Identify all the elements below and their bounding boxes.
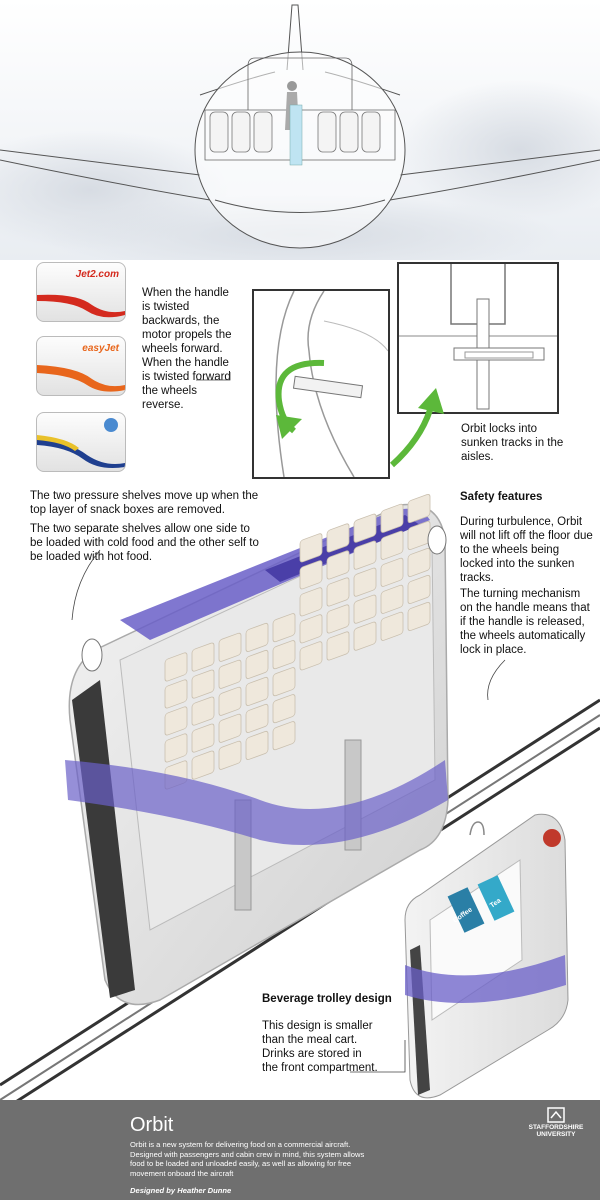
- beverage-title: Beverage trolley design: [262, 993, 392, 1005]
- safety-title: Safety features: [460, 491, 543, 503]
- logo-line-1: STAFFORDSHIRE: [528, 1124, 584, 1131]
- locks-callout-text: Orbit locks into sunken tracks in the ai…: [461, 423, 564, 463]
- footer-description: Orbit is a new system for delivering foo…: [130, 1140, 365, 1178]
- brand-label: Jet2.com: [75, 269, 119, 280]
- footer-credit: Designed by Heather Dunne: [130, 1186, 232, 1195]
- university-logo: STAFFORDSHIRE UNIVERSITY: [520, 1106, 592, 1138]
- logo-line-2: UNIVERSITY: [536, 1131, 576, 1138]
- footer-title: Orbit: [130, 1114, 174, 1136]
- crest-icon: [547, 1107, 565, 1123]
- aircraft-illustration: [0, 0, 600, 260]
- beverage-text: This design is smaller than the meal car…: [262, 1020, 378, 1074]
- brand-label: easyJet: [82, 343, 119, 354]
- swatch-easyjet: easyJet: [36, 336, 126, 396]
- swatch-jet2: Jet2.com: [36, 262, 126, 322]
- shelves-callout-2: The two separate shelves allow one side …: [30, 523, 259, 563]
- handle-detail-view: [252, 289, 390, 479]
- safety-text-1: During turbulence, Orbit will not lift o…: [460, 516, 593, 584]
- swatch-airline-3: [36, 412, 126, 472]
- footer-panel: Orbit Orbit is a new system for deliveri…: [0, 1100, 600, 1200]
- shelves-callout-1: The two pressure shelves move up when th…: [30, 490, 259, 516]
- safety-text-2: The turning mechanism on the handle mean…: [460, 588, 590, 656]
